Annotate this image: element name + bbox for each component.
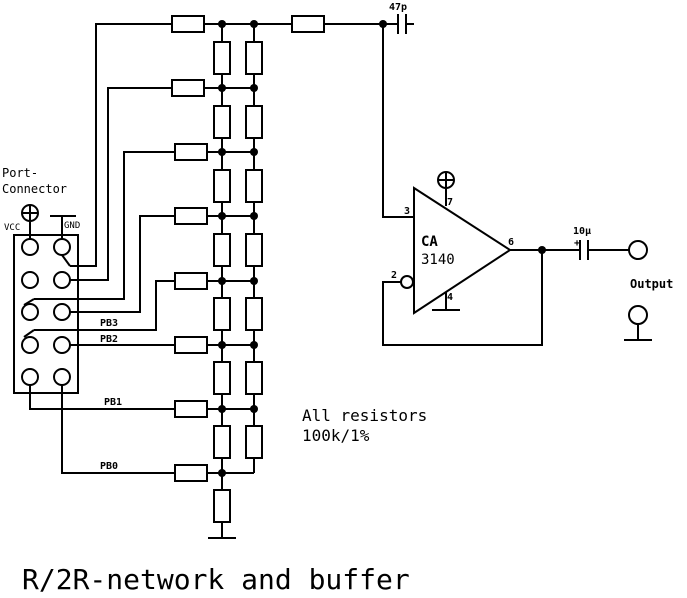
junction-dots <box>218 20 546 477</box>
opamp-ground-icon <box>432 292 460 311</box>
diagram-title: R/2R-network and buffer <box>22 563 410 596</box>
connector-wiring: PB3 PB2 PB1 PB0 <box>23 23 175 474</box>
pb0-label: PB0 <box>100 461 118 472</box>
opamp-pin6-label: 6 <box>508 237 514 248</box>
opamp-pin3-label: 3 <box>404 206 410 217</box>
pb3-label: PB3 <box>100 318 118 329</box>
output-stage: 10µ + <box>510 226 630 260</box>
port-connector: Port- Connector VCC GND <box>2 166 80 394</box>
opamp-name-line2: 3140 <box>421 252 455 268</box>
vcc-symbol-icon <box>21 204 39 240</box>
capacitor-10u-label: 10µ <box>573 226 591 237</box>
ladder-right-column <box>222 24 263 474</box>
opamp-pin4-label: 4 <box>447 292 453 303</box>
opamp-name-line1: CA <box>421 234 438 250</box>
capacitor-polarity-label: + <box>574 238 580 249</box>
opamp-pin2-label: 2 <box>391 270 397 281</box>
connector-pins <box>21 238 71 386</box>
opamp-pin7-label: 7 <box>447 197 453 208</box>
opamp: CA 3140 3 2 7 4 6 <box>391 171 514 315</box>
connector-body <box>13 234 79 394</box>
note-line1: All resistors <box>302 406 427 425</box>
connector-label-line2: Connector <box>2 182 67 196</box>
output-terminals: Output <box>624 240 673 341</box>
note-line2: 100k/1% <box>302 426 370 445</box>
feedback-wire <box>382 250 543 346</box>
feedback-capacitor: 47p <box>389 2 414 34</box>
pb2-label: PB2 <box>100 334 118 345</box>
opamp-power-icon <box>437 171 455 206</box>
output-label: Output <box>630 277 673 291</box>
ladder-left-column <box>208 24 236 539</box>
pb1-label: PB1 <box>104 397 122 408</box>
input-resistors <box>171 15 254 482</box>
vcc-label: VCC <box>4 223 20 233</box>
gnd-label: GND <box>64 221 80 231</box>
ladder-output-wiring <box>254 15 414 218</box>
connector-label-line1: Port- <box>2 166 38 180</box>
capacitor-47p-label: 47p <box>389 2 407 13</box>
